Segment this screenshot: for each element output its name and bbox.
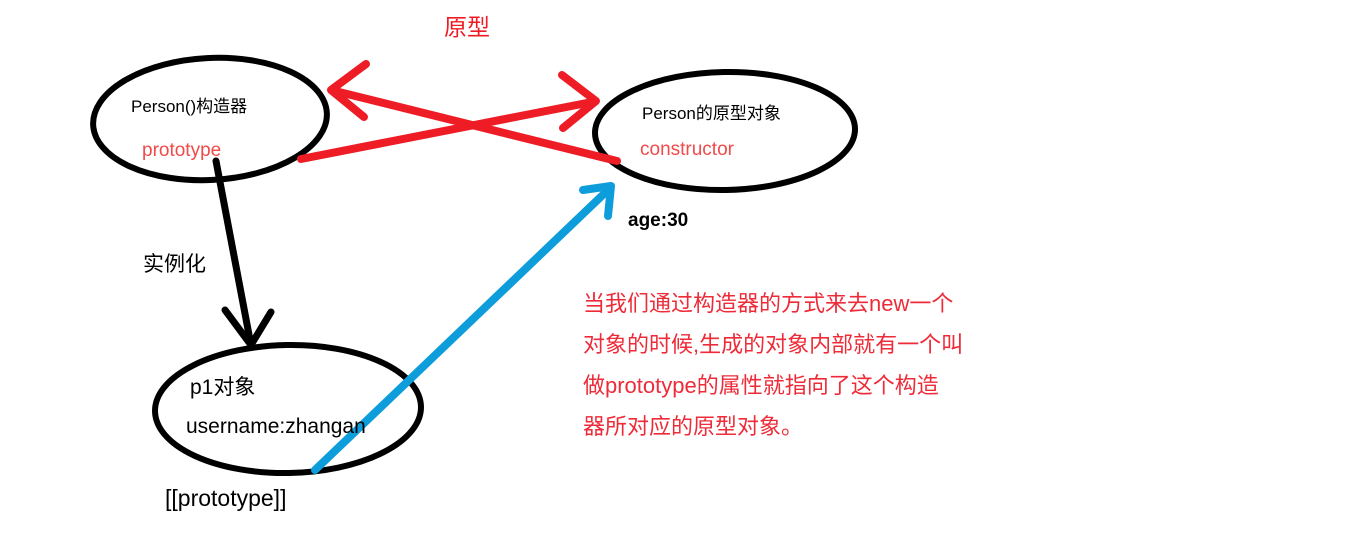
prototype-ellipse-shape: [592, 68, 858, 194]
instance-ellipse-shape: [152, 341, 424, 477]
red-arrow-prototype-to-proto-object: [297, 71, 600, 163]
blue-arrow-proto-link: [311, 182, 615, 474]
prototype-constructor-property-label: constructor: [640, 139, 734, 160]
instantiate-edge-label: 实例化: [143, 253, 206, 276]
black-arrow-instantiate: [212, 157, 275, 349]
diagram-title: 原型: [444, 14, 490, 40]
note-line: 对象的时候,生成的对象内部就有一个叫: [583, 332, 964, 357]
note-line: 器所对应的原型对象。: [583, 414, 804, 439]
note-line: 做prototype的属性就指向了这个构造: [583, 373, 939, 398]
instance-ellipse-label: p1对象: [190, 376, 256, 399]
instance-username-property-label: username:zhangan: [186, 415, 366, 438]
instance-internal-prototype-label: [[prototype]]: [165, 485, 287, 511]
prototype-age-member-label: age:30: [628, 210, 689, 231]
red-arrow-constructor-to-ctor-object: [327, 60, 621, 165]
constructor-ellipse-shape: [90, 54, 330, 184]
explanation-note: 当我们通过构造器的方式来去new一个 对象的时候,生成的对象内部就有一个叫 做p…: [583, 283, 1013, 447]
prototype-ellipse-label: Person的原型对象: [642, 104, 781, 123]
note-line: 当我们通过构造器的方式来去new一个: [583, 291, 954, 316]
constructor-prototype-property-label: prototype: [142, 140, 222, 161]
constructor-ellipse-label: Person()构造器: [131, 97, 248, 116]
